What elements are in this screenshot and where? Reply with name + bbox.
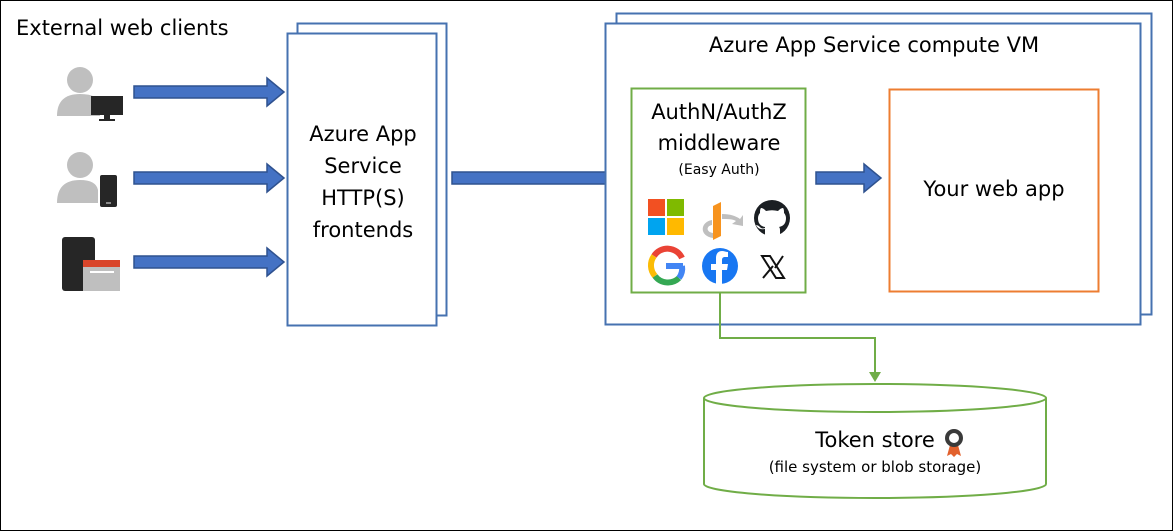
webapp-box — [888, 88, 1100, 293]
frontend-box — [286, 32, 438, 327]
middleware-subtitle: (Easy Auth) — [678, 162, 760, 178]
x-icon — [760, 255, 786, 279]
token-store-title: Token store — [815, 428, 935, 452]
github-icon — [754, 200, 790, 236]
google-icon — [647, 245, 686, 286]
frontend-label-line: HTTP(S) — [321, 186, 405, 210]
facebook-icon — [702, 248, 738, 284]
vm-title: Azure App Service compute VM — [708, 33, 1040, 57]
client-arrow-1 — [133, 76, 286, 108]
device-browser-icon — [62, 237, 120, 291]
middleware-to-token-connector — [719, 293, 881, 382]
frontend-label: Azure App Service HTTP(S) frontends — [289, 118, 437, 246]
client-arrow-2 — [133, 162, 286, 194]
middleware-to-webapp-arrow — [815, 162, 883, 194]
token-store-cylinder — [703, 383, 1047, 499]
user-mobile-icon — [57, 152, 117, 207]
frontend-label-line: frontends — [312, 218, 414, 242]
middleware-title: AuthN/AuthZ middleware — [651, 100, 787, 155]
user-desktop-icon — [57, 67, 123, 121]
webapp-label: Your web app — [923, 177, 1065, 201]
certificate-ribbon-icon — [945, 429, 963, 457]
microsoft-icon — [648, 199, 684, 235]
client-arrow-3 — [133, 246, 286, 278]
openid-icon — [702, 202, 743, 240]
clients-title: External web clients — [16, 16, 229, 40]
token-store-subtitle: (file system or blob storage) — [768, 458, 982, 476]
frontend-label-line: Service — [324, 154, 402, 178]
frontend-label-line: Azure App — [309, 122, 417, 146]
frontend-to-middleware-arrow — [451, 162, 625, 194]
